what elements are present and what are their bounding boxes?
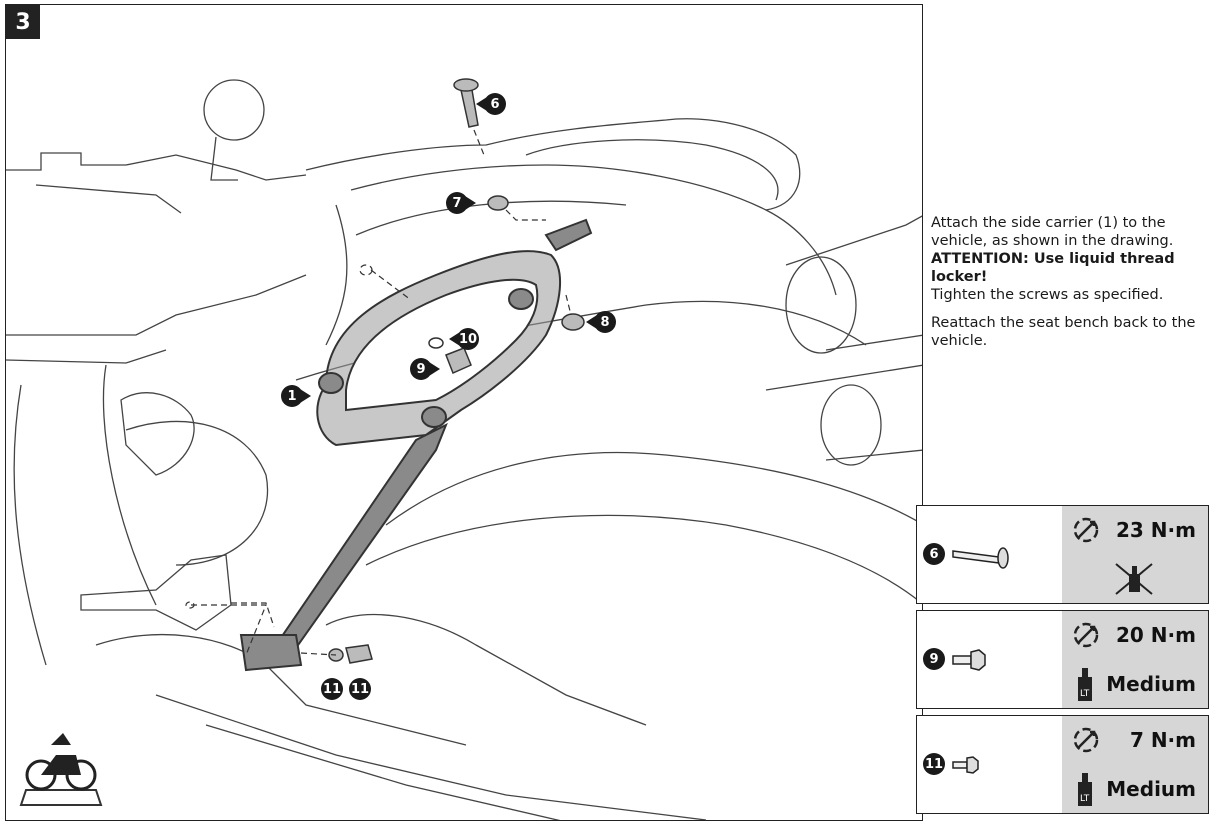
torque-cell: 23 N·m xyxy=(1062,506,1208,555)
thread-locker-bottle-icon: LT xyxy=(1078,668,1092,701)
callout-arrow-icon xyxy=(586,315,597,329)
torque-wrench-icon xyxy=(1073,622,1099,648)
step-number-badge: 3 xyxy=(6,5,40,39)
spec-values-area: 23 N·m xyxy=(1062,506,1208,603)
spec-box-part-9: 9 20 N·m LT Medium xyxy=(916,610,1209,709)
instruction-text: Attach the side carrier (1) to the vehic… xyxy=(931,214,1216,360)
spec-part-area: 6 xyxy=(917,506,1063,603)
thread-locker-cell xyxy=(1062,554,1208,603)
callout-7: 7 xyxy=(446,192,476,214)
motorcycle-side-view-icon xyxy=(19,733,103,806)
attention-warning: ATTENTION: Use liquid thread locker! xyxy=(931,251,1175,285)
callout-arrow-icon xyxy=(300,389,311,403)
thread-locker-cell: LT Medium xyxy=(1062,764,1208,813)
spec-part-area: 11 xyxy=(917,716,1063,813)
assembly-illustration: 3 xyxy=(5,4,923,821)
callout-6: 6 xyxy=(476,93,506,115)
instruction-line-2: Tighten the screws as specified. xyxy=(931,287,1164,303)
part-number-badge: 9 xyxy=(923,648,945,670)
spec-box-part-6: 6 23 N·m xyxy=(916,505,1209,604)
callout-11b: 11 xyxy=(349,678,371,700)
callout-11a: 11 xyxy=(321,678,343,700)
callout-1: 1 xyxy=(281,385,311,407)
callout-arrow-icon xyxy=(465,196,476,210)
torque-wrench-icon xyxy=(1073,517,1099,543)
hex-bolt-icon xyxy=(952,649,986,671)
no-thread-locker-icon xyxy=(1115,563,1153,595)
callout-9: 9 xyxy=(410,358,440,380)
thread-locker-cell: LT Medium xyxy=(1062,659,1208,708)
bolt-long-icon xyxy=(952,547,1009,569)
torque-value: 7 N·m xyxy=(1129,728,1196,752)
svg-text:LT: LT xyxy=(1080,689,1090,699)
thread-locker-strength: Medium xyxy=(1106,776,1196,801)
instruction-line-1: Attach the side carrier (1) to the vehic… xyxy=(931,215,1174,249)
motorcycle-line-drawing xyxy=(6,78,922,820)
callout-10: 10 xyxy=(449,328,479,350)
torque-value: 23 N·m xyxy=(1116,518,1196,542)
callout-arrow-icon xyxy=(476,97,487,111)
callout-8: 8 xyxy=(586,311,616,333)
torque-cell: 20 N·m xyxy=(1062,611,1208,660)
torque-value: 20 N·m xyxy=(1116,623,1196,647)
svg-text:LT: LT xyxy=(1080,794,1090,804)
spec-part-area: 9 xyxy=(917,611,1063,708)
small-hex-bolt-icon xyxy=(952,756,979,774)
torque-wrench-icon xyxy=(1073,727,1099,753)
instruction-line-3: Reattach the seat bench back to the vehi… xyxy=(931,315,1196,349)
torque-cell: 7 N·m xyxy=(1062,716,1208,765)
part-number-badge: 6 xyxy=(923,543,945,565)
callout-arrow-icon xyxy=(429,362,440,376)
thread-locker-bottle-icon: LT xyxy=(1078,773,1092,806)
callout-arrow-icon xyxy=(449,332,460,346)
thread-locker-strength: Medium xyxy=(1106,671,1196,696)
part-number-badge: 11 xyxy=(923,753,945,775)
spec-values-area: 20 N·m LT Medium xyxy=(1062,611,1208,708)
spec-values-area: 7 N·m LT Medium xyxy=(1062,716,1208,813)
spec-box-part-11: 11 7 N·m LT Medium xyxy=(916,715,1209,814)
